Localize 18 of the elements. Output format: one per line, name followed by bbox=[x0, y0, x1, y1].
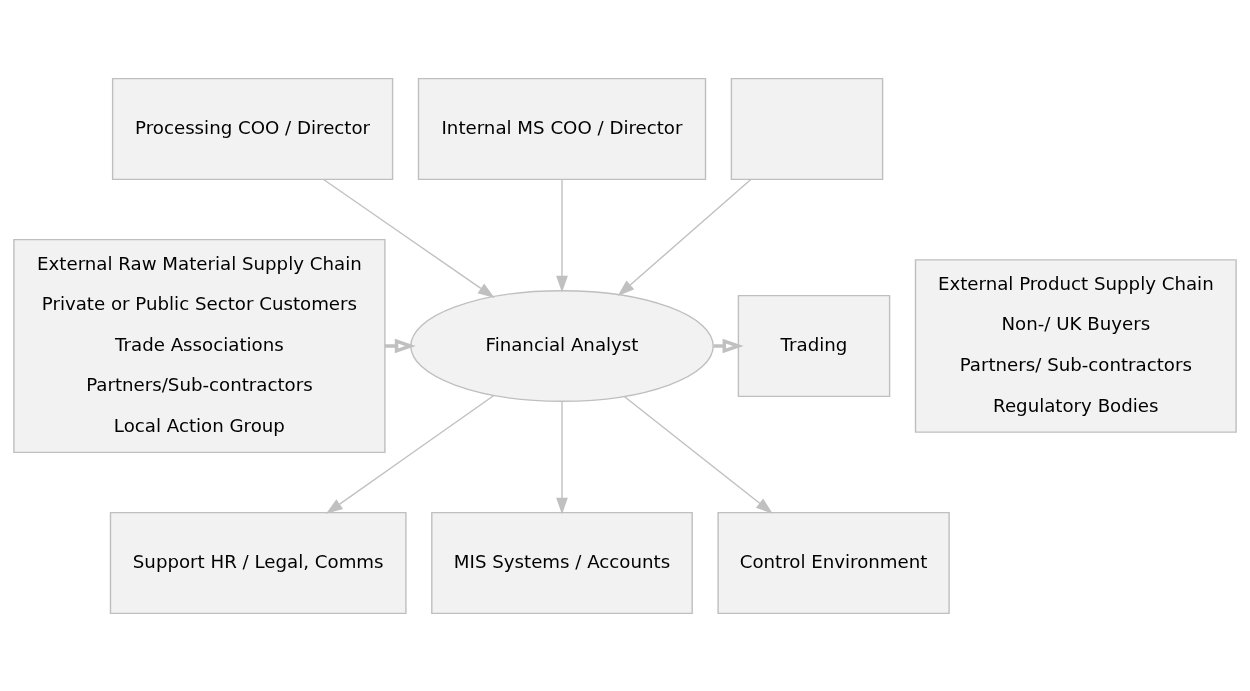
arrow bbox=[556, 400, 568, 514]
arrow bbox=[556, 178, 568, 293]
node-box: Support HR / Legal, Comms bbox=[109, 511, 407, 614]
node-ellipse: Financial Analyst bbox=[410, 289, 714, 402]
arrow bbox=[713, 338, 744, 353]
node-box: External Product Supply Chain Non-/ UK Buyers Partners/ Sub-contractors Regulatory Bodies bbox=[914, 258, 1237, 433]
arrow bbox=[617, 178, 752, 296]
arrow bbox=[322, 178, 495, 298]
arrow bbox=[326, 394, 495, 514]
node-box: Internal MS COO / Director bbox=[417, 77, 707, 180]
node-box: MIS Systems / Accounts bbox=[431, 511, 693, 614]
node-box: Trading bbox=[737, 294, 891, 397]
node-box bbox=[730, 77, 884, 180]
arrow bbox=[384, 338, 416, 353]
node-box: Control Environment bbox=[717, 511, 950, 614]
node-box: Processing COO / Director bbox=[111, 77, 394, 180]
node-box: External Raw Material Supply Chain Private or Public Sector Customers Trade Associations Partners/Sub-contractors Local Action Group bbox=[13, 238, 386, 453]
arrow bbox=[623, 395, 773, 514]
